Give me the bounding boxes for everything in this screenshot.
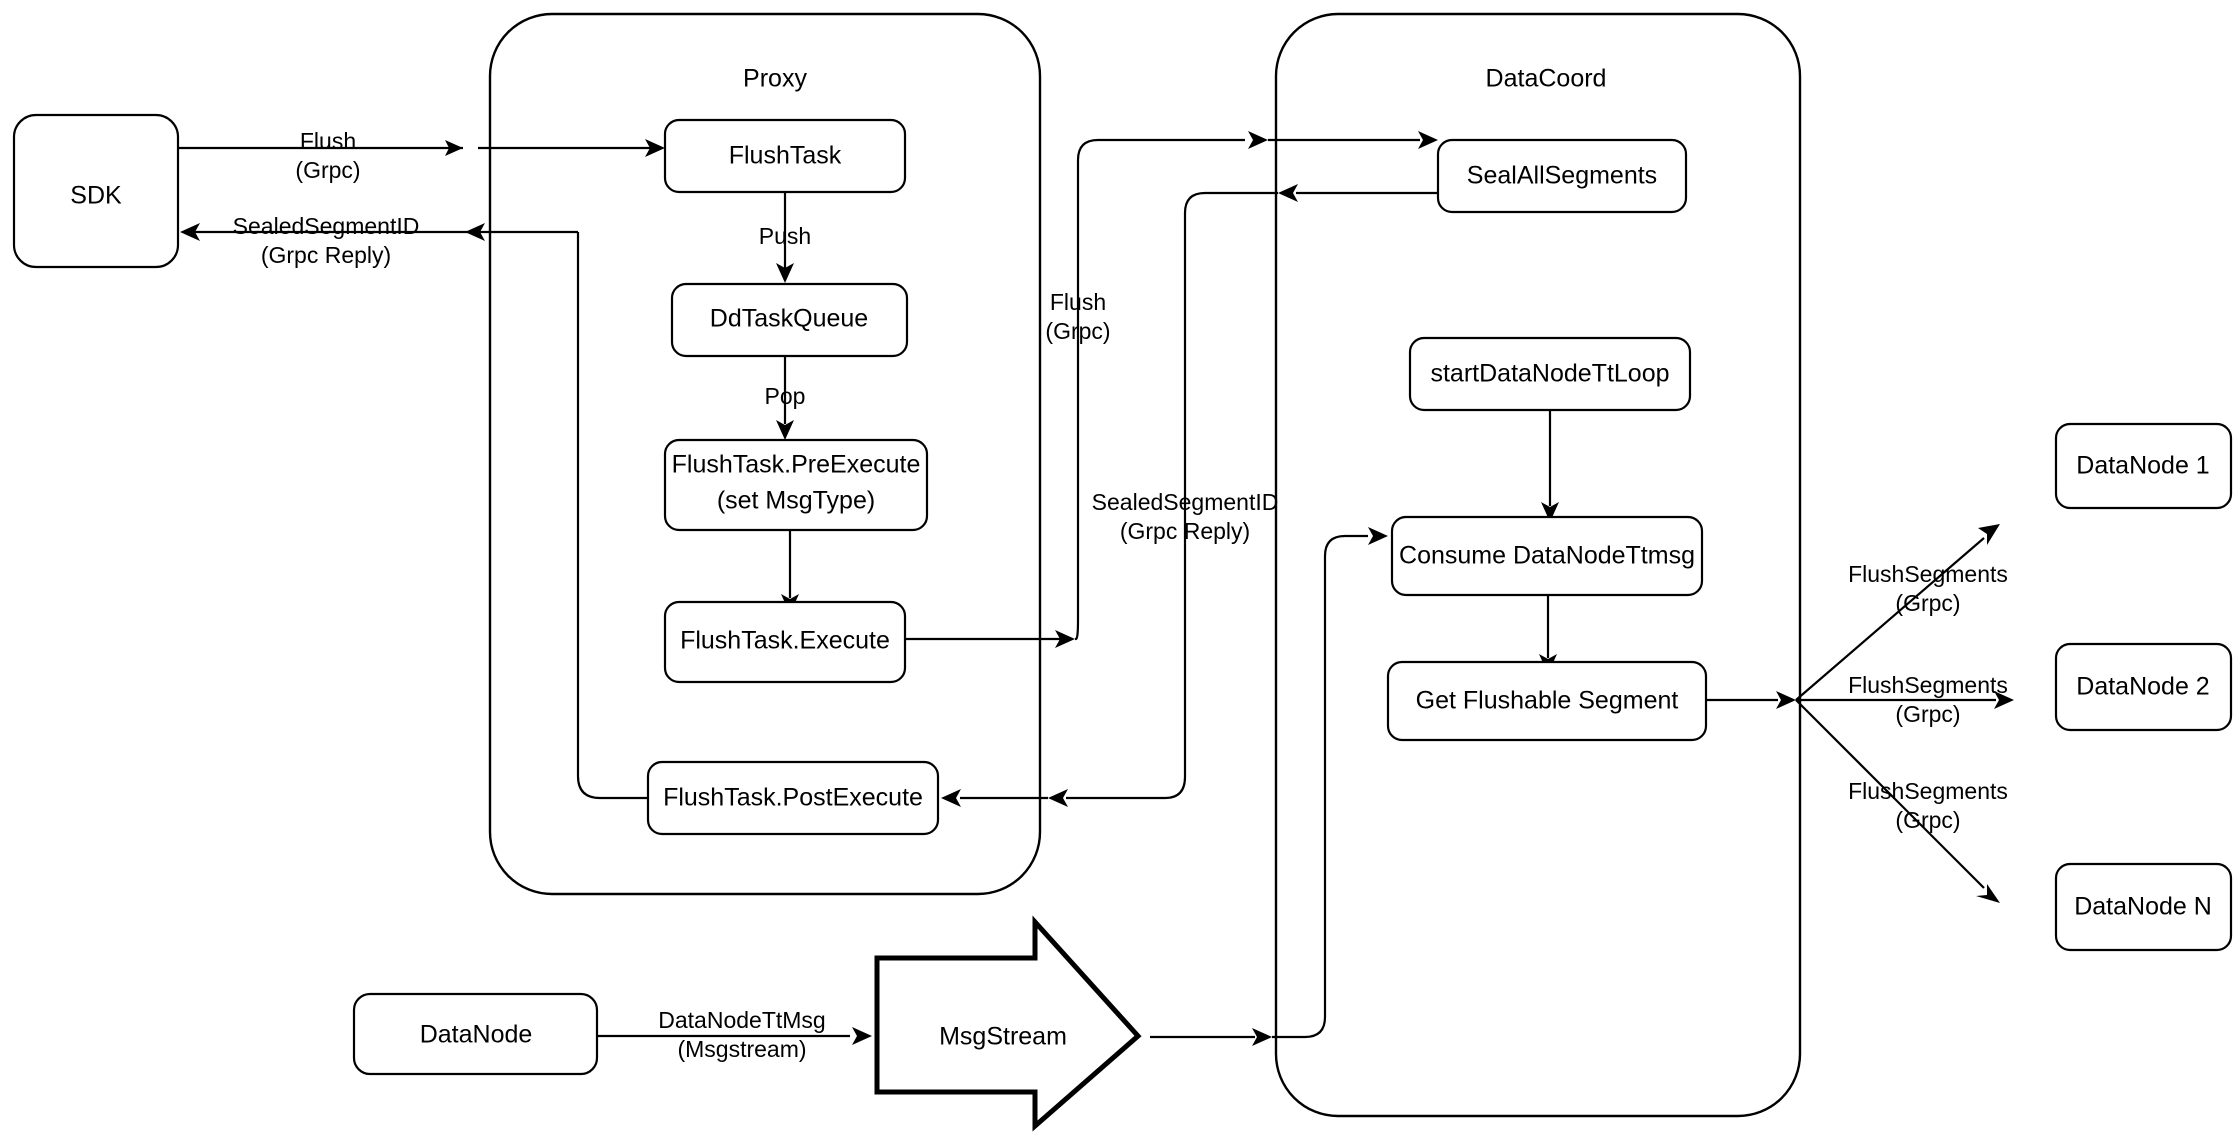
node-datanode-1[interactable]: DataNode 1 [2054,422,2233,510]
arrowhead-return-to-proxy-edge [1048,789,1068,807]
preexecute-label-line2: (set MsgType) [717,487,875,515]
datacoord-group-label: DataCoord [1486,65,1607,93]
arrowhead-push [776,263,794,283]
edge-proxy-to-sdk: SealedSegmentID (Grpc Reply) [180,213,648,800]
edge-sealallsegments-to-postexecute: SealedSegmentID (Grpc Reply) [941,184,1438,807]
edge-label-flushsegments-2-line2: (Grpc) [1895,701,1960,727]
sealallsegments-label: SealAllSegments [1467,162,1657,190]
edge-ttloop-to-consume [1541,410,1559,522]
edge-label-flushsegments-n-line2: (Grpc) [1895,807,1960,833]
msgstream-arrow-shape[interactable] [874,915,1142,1132]
edge-label-flushsegments-2-line1: FlushSegments [1848,672,2008,698]
edge-label-proxy-flush-line2: (Grpc) [1045,318,1110,344]
arrowhead-to-datanode2 [1994,691,2014,709]
group-datacoord: DataCoord [1274,12,1802,1118]
edge-label-coord-reply-line1: SealedSegmentID [1092,489,1279,515]
edge-execute-to-sealallsegments: Flush (Grpc) [905,131,1438,648]
edge-label-flush-line1: Flush [300,128,356,154]
arrowhead-into-msgstream [852,1027,872,1045]
node-flushtask[interactable]: FlushTask [663,118,907,194]
datanode1-box[interactable] [2054,422,2233,510]
datanode2-box[interactable] [2054,642,2233,732]
edge-label-flushsegments-n-line1: FlushSegments [1848,778,2008,804]
edge-getflushable-fanout: FlushSegments (Grpc) FlushSegments (Grpc… [1706,524,2014,903]
postexecute-label: FlushTask.PostExecute [663,784,923,812]
edge-label-sealedsegmentid-line2: (Grpc Reply) [261,242,391,268]
arrowhead-sealallsegments-out [1278,184,1298,202]
edge-label-proxy-flush-line1: Flush [1050,289,1106,315]
datanode-source-label: DataNode [420,1021,533,1049]
node-consume-datanodettmsg[interactable]: Consume DataNodeTtmsg [1390,515,1704,597]
node-sealallsegments[interactable]: SealAllSegments [1436,138,1688,214]
sdk-box[interactable] [12,113,180,269]
arrowhead-into-consume [1368,527,1388,545]
edge-msgstream-to-consume [1150,527,1388,1046]
edge-label-coord-reply-line2: (Grpc Reply) [1120,518,1250,544]
arrowhead-into-postexecute [941,789,961,807]
arrowhead-to-datanode1 [1978,524,2000,545]
flushtask-label: FlushTask [729,142,842,170]
postexecute-box[interactable] [646,760,940,836]
arrowhead-sdk-to-proxy [445,140,463,156]
sdk-label: SDK [70,182,122,210]
node-startdatanodettloop[interactable]: startDataNodeTtLoop [1408,336,1692,412]
edge-label-datanodettmsg-line1: DataNodeTtMsg [658,1007,825,1033]
node-flushtask-preexecute[interactable]: FlushTask.PreExecute (set MsgType) [663,438,929,532]
arrowhead-pop [776,420,794,440]
edge-label-sealedsegmentid-line1: SealedSegmentID [233,213,420,239]
datanode1-label: DataNode 1 [2076,452,2209,480]
node-get-flushable-segment[interactable]: Get Flushable Segment [1386,660,1708,742]
group-proxy: Proxy [488,12,1042,896]
preexecute-box[interactable] [663,438,929,532]
arrowhead-ttloop-to-consume [1541,502,1559,522]
getflushable-label: Get Flushable Segment [1416,687,1679,715]
datacoord-container [1274,12,1802,1118]
edge-datanode-to-msgstream: DataNodeTtMsg (Msgstream) [597,1007,872,1062]
arrowhead-msgstream-into-datacoord [1252,1028,1272,1046]
datanode2-label: DataNode 2 [2076,673,2209,701]
ddtaskqueue-label: DdTaskQueue [710,305,868,333]
edge-label-pop: Pop [765,383,806,409]
edge-label-flushsegments-1-line1: FlushSegments [1848,561,2008,587]
arrowhead-into-sealallsegments [1418,131,1438,149]
arrowhead-midpoint-to-sdk [465,223,485,241]
proxy-container [488,12,1042,896]
execute-box[interactable] [663,600,907,684]
proxy-group-label: Proxy [743,65,807,93]
node-ddtaskqueue[interactable]: DdTaskQueue [670,282,909,358]
node-flushtask-postexecute[interactable]: FlushTask.PostExecute [646,760,940,836]
edge-flushtask-push: Push [759,192,811,283]
node-datanode-source[interactable]: DataNode [352,992,599,1076]
arrowhead-into-flushtask [645,139,665,157]
arrowhead-execute-out [1055,630,1075,648]
preexecute-label-line1: FlushTask.PreExecute [672,451,921,479]
node-msgstream[interactable]: MsgStream [874,915,1142,1132]
arrowhead-to-datanoden [1976,884,2000,903]
datanoden-box[interactable] [2054,862,2233,952]
node-flushtask-execute[interactable]: FlushTask.Execute [663,600,907,684]
ddtaskqueue-box[interactable] [670,282,909,358]
edge-label-flushsegments-1-line2: (Grpc) [1895,590,1960,616]
datanode-source-box[interactable] [352,992,599,1076]
arrowhead-to-sdk [180,223,200,241]
startdatanodettloop-label: startDataNodeTtLoop [1430,360,1669,388]
msgstream-label: MsgStream [939,1023,1067,1051]
sealallsegments-box[interactable] [1436,138,1688,214]
node-datanode-n[interactable]: DataNode N [2054,862,2233,952]
edge-queue-pop: Pop [765,356,806,440]
edge-label-push: Push [759,223,811,249]
node-sdk[interactable]: SDK [12,113,180,269]
datanoden-label: DataNode N [2074,893,2212,921]
arrowhead-fanout-hub [1776,691,1796,709]
arrowhead-into-datacoord [1248,131,1268,149]
edge-label-datanodettmsg-line2: (Msgstream) [677,1036,806,1062]
edge-sdk-to-proxy: Flush (Grpc) [178,128,665,183]
execute-label: FlushTask.Execute [680,627,890,655]
edge-label-flush-line2: (Grpc) [295,157,360,183]
node-datanode-2[interactable]: DataNode 2 [2054,642,2233,732]
consume-label: Consume DataNodeTtmsg [1399,542,1695,570]
